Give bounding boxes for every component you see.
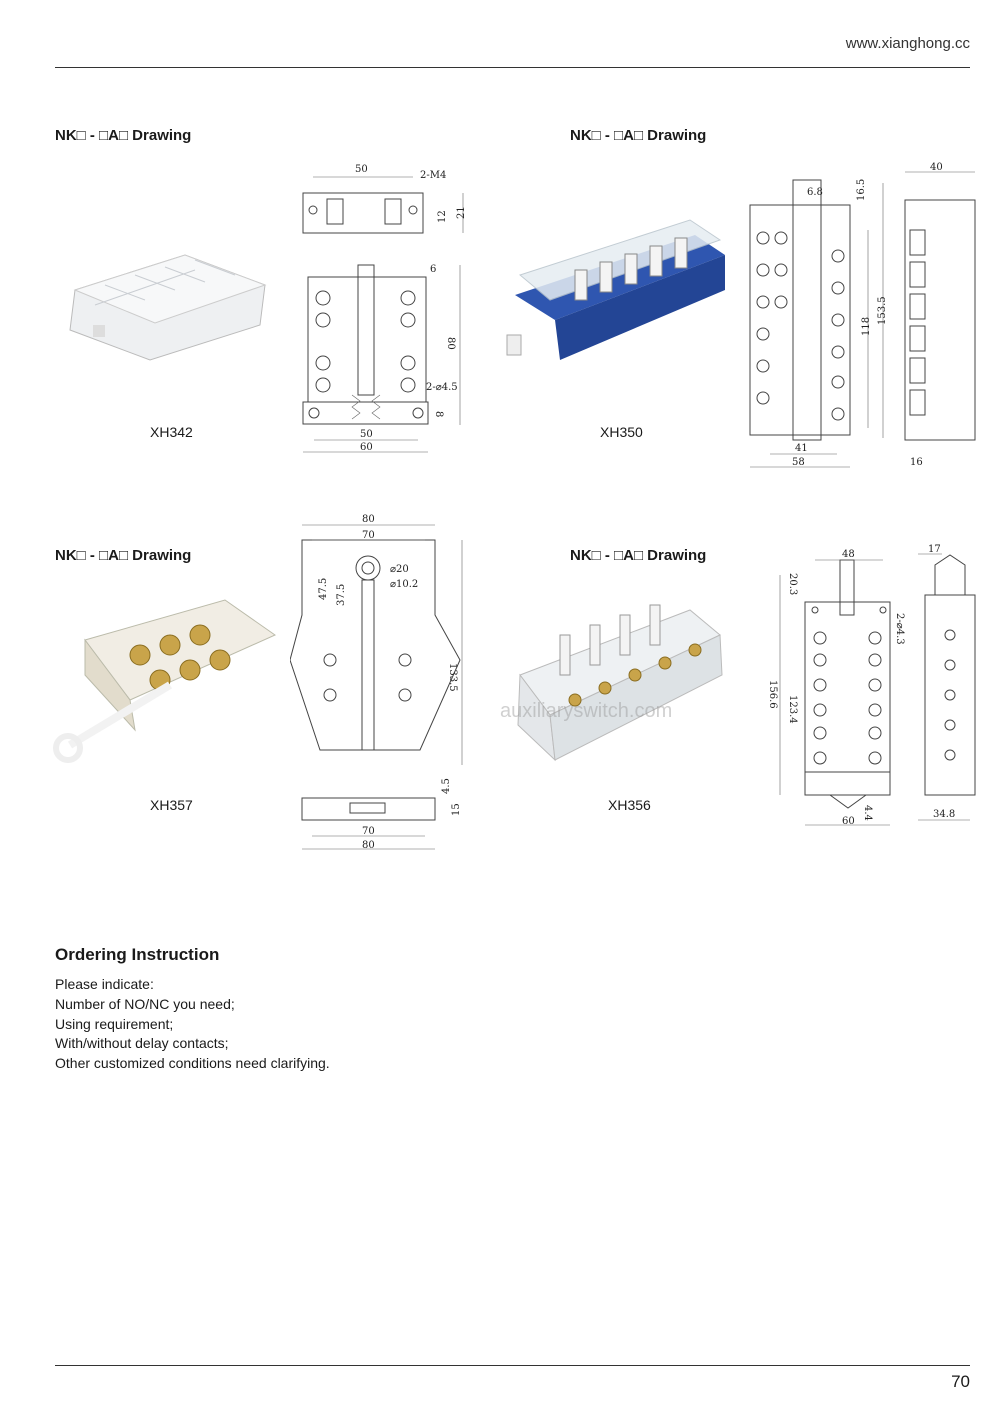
dim-156-6: 156.6 — [770, 680, 778, 709]
ordering-line: Number of NO/NC you need; — [55, 996, 235, 1012]
dim-12: 12 — [437, 210, 448, 223]
dim-6: 6 — [430, 264, 436, 275]
dim-118: 118 — [861, 317, 872, 336]
dim-8: 8 — [433, 411, 444, 417]
dim-20-3: 20.3 — [787, 573, 798, 595]
dim-58: 58 — [792, 457, 805, 468]
model-label-xh342: XH342 — [150, 424, 193, 440]
dim-21: 21 — [456, 206, 467, 219]
dim-80: 80 — [445, 337, 456, 350]
xh342-product-photo — [69, 254, 267, 361]
xh356-product-photo — [517, 604, 723, 762]
dim-60: 60 — [360, 442, 373, 453]
model-label-xh357: XH357 — [150, 797, 193, 813]
dim-15: 15 — [451, 803, 462, 816]
xh350-product-photo — [506, 219, 725, 360]
ordering-line: Using requirement; — [55, 1016, 174, 1032]
website-url: www.xianghong.cc — [845, 35, 970, 52]
ordering-title: Ordering Instruction — [55, 945, 220, 964]
header-rule — [55, 67, 970, 68]
drawing-heading-3: NK□ - □A□ Drawing — [55, 547, 192, 564]
dim-16-5: 16.5 — [856, 179, 867, 201]
dim-17: 17 — [928, 544, 941, 555]
dim-80-top: 80 — [362, 514, 375, 525]
dim-48: 48 — [842, 549, 855, 560]
dim-2-m4: 2-M4 — [420, 170, 446, 181]
dim-153-5: 153.5 — [877, 296, 888, 325]
model-label-xh356: XH356 — [608, 797, 651, 813]
ordering-line: With/without delay contacts; — [55, 1035, 229, 1051]
ordering-line: Other customized conditions need clarify… — [55, 1055, 330, 1071]
xh356-dimension-drawing: 48 20.3 2-⌀4.3 156.6 123.4 4.4 60 17 34.… — [770, 544, 976, 827]
model-label-xh350: XH350 — [600, 424, 643, 440]
dim-4-4: 4.4 — [862, 805, 873, 821]
dim-80-bottom: 80 — [362, 840, 375, 851]
xh342-dimension-drawing: 50 2-M4 21 12 6 80 2-⌀4.5 8 50 60 — [302, 164, 467, 453]
dim-50-bottom: 50 — [360, 429, 373, 440]
page-number: 70 — [951, 1372, 970, 1391]
dim-40: 40 — [930, 162, 943, 173]
dim-47-5: 47.5 — [318, 578, 329, 600]
dim-16: 16 — [910, 457, 923, 468]
dim-41: 41 — [795, 443, 808, 454]
drawing-heading-4: NK□ - □A□ Drawing — [570, 547, 707, 564]
dim-123-4: 123.4 — [787, 695, 798, 724]
ordering-line: Please indicate: — [55, 976, 154, 992]
dim-d20: ⌀20 — [390, 564, 409, 575]
dim-50-top: 50 — [355, 164, 368, 175]
drawing-heading-1: NK□ - □A□ Drawing — [55, 127, 192, 144]
watermark: auxiliaryswitch.com — [500, 700, 673, 722]
dim-133-5: 133.5 — [447, 663, 458, 692]
dim-60: 60 — [842, 816, 855, 827]
dim-37-5: 37.5 — [336, 584, 347, 606]
dim-6-8: 6.8 — [807, 187, 823, 198]
dim-70-bottom: 70 — [362, 826, 375, 837]
xh357-product-photo — [53, 599, 277, 763]
dim-d10-2: ⌀10.2 — [390, 579, 418, 590]
xh357-dimension-drawing: 80 70 ⌀20 ⌀10.2 47.5 37.5 133.5 4.5 15 7… — [290, 514, 463, 851]
dim-34-8: 34.8 — [933, 809, 955, 820]
dim-2-d4-5: 2-⌀4.5 — [426, 382, 458, 393]
dim-70-top: 70 — [362, 530, 375, 541]
drawing-heading-2: NK□ - □A□ Drawing — [570, 127, 707, 144]
dim-4-5: 4.5 — [441, 778, 452, 794]
dim-2-d4-3: 2-⌀4.3 — [894, 613, 905, 645]
footer-rule — [55, 1365, 970, 1366]
xh350-dimension-drawing: 6.8 16.5 153.5 118 41 58 40 16 — [749, 162, 976, 468]
